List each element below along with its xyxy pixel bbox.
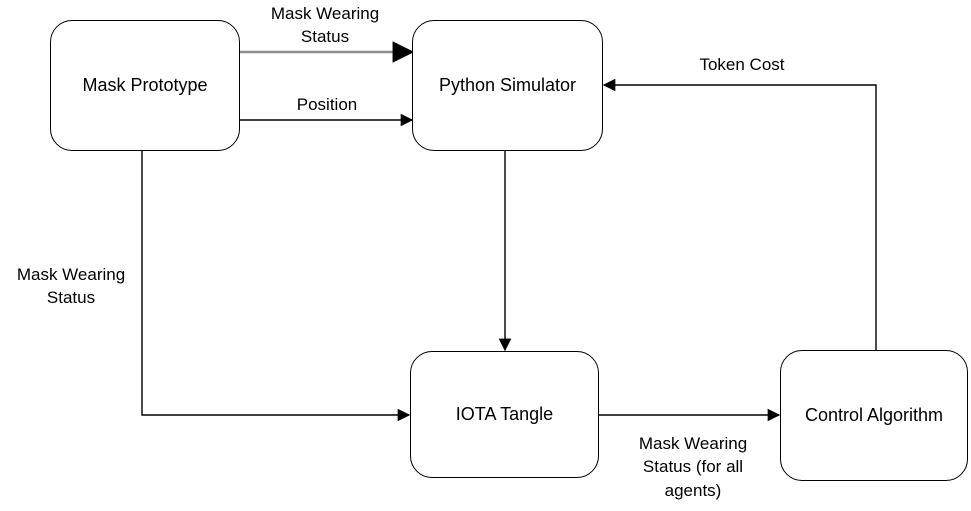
node-python-simulator-label: Python Simulator xyxy=(438,75,577,95)
node-iota-tangle-label: IOTA Tangle xyxy=(455,404,554,424)
edge-label-mask-wearing-status-left: Mask Wearing Status xyxy=(8,263,134,310)
edge-token-cost xyxy=(602,78,877,350)
node-control-algorithm: Control Algorithm xyxy=(780,350,968,481)
edge-label-token-cost: Token Cost xyxy=(672,53,812,77)
node-mask-prototype: Mask Prototype xyxy=(50,20,240,151)
node-mask-prototype-label: Mask Prototype xyxy=(82,75,208,95)
edge-mask-wearing-status-left xyxy=(141,151,411,422)
edge-label-mask-wearing-status-top: Mask Wearing Status xyxy=(263,2,387,49)
edge-label-mask-wearing-status-all-agents: Mask Wearing Status (for all agents) xyxy=(631,432,755,503)
node-control-algorithm-label: Control Algorithm xyxy=(804,405,944,425)
node-python-simulator: Python Simulator xyxy=(412,20,603,151)
node-iota-tangle: IOTA Tangle xyxy=(410,351,599,478)
edge-label-position: Position xyxy=(277,93,377,117)
